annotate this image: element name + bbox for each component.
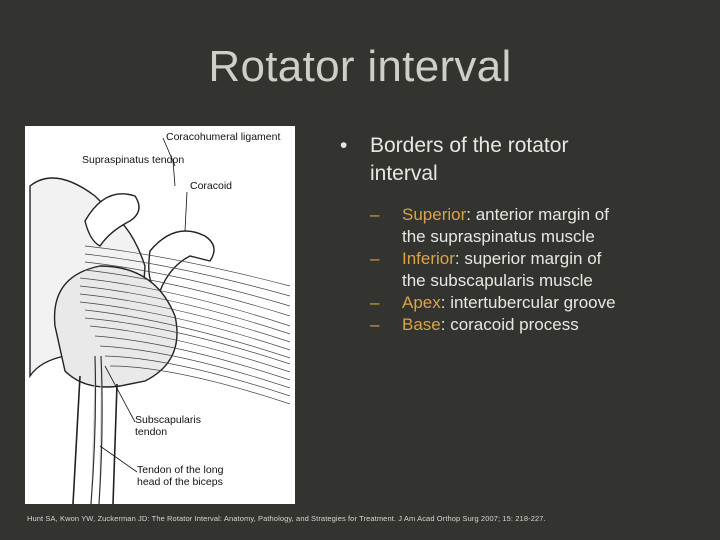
label-supraspinatus-tendon: Supraspinatus tendon bbox=[82, 154, 185, 166]
term-base: Base bbox=[402, 315, 441, 334]
term-apex: Apex bbox=[402, 293, 441, 312]
dash-marker: – bbox=[370, 249, 380, 268]
label-biceps-line1: Tendon of the long bbox=[137, 464, 224, 476]
text-base: : coracoid process bbox=[440, 315, 579, 334]
main-bullet-line2: interval bbox=[370, 162, 438, 185]
label-subscapularis-line1: Subscapularis bbox=[135, 414, 201, 426]
sub-bullet-list: – Superior: anterior margin of the supra… bbox=[340, 204, 700, 336]
sub-bullet-superior: – Superior: anterior margin of the supra… bbox=[370, 204, 700, 248]
text-apex: : intertubercular groove bbox=[440, 293, 616, 312]
text-superior-line2: the supraspinatus muscle bbox=[402, 227, 595, 246]
label-subscapularis-line2: tendon bbox=[135, 426, 168, 438]
sub-bullet-inferior: – Inferior: superior margin of the subsc… bbox=[370, 248, 700, 292]
citation: Hunt SA, Kwon YW, Zuckerman JD: The Rota… bbox=[27, 514, 546, 523]
term-superior: Superior bbox=[402, 205, 467, 224]
main-bullet-line1: Borders of the rotator bbox=[370, 134, 569, 157]
bullet-marker: • bbox=[340, 134, 348, 157]
anatomy-illustration: Coracohumeral ligament Supraspinatus ten… bbox=[25, 126, 295, 504]
text-inferior: : superior margin of bbox=[454, 249, 602, 268]
main-bullet: • Borders of the rotator interval bbox=[340, 132, 700, 188]
text-superior: : anterior margin of bbox=[466, 205, 609, 224]
sub-bullet-apex: – Apex: intertubercular groove bbox=[370, 292, 700, 314]
slide-title: Rotator interval bbox=[208, 42, 512, 91]
label-coracoid: Coracoid bbox=[190, 180, 233, 192]
text-inferior-line2: the subscapularis muscle bbox=[402, 271, 593, 290]
label-coracohumeral-ligament: Coracohumeral ligament bbox=[166, 131, 281, 143]
sub-bullet-base: – Base: coracoid process bbox=[370, 314, 700, 336]
dash-marker: – bbox=[370, 293, 380, 312]
dash-marker: – bbox=[370, 315, 380, 334]
shoulder-drawing bbox=[29, 137, 291, 504]
dash-marker: – bbox=[370, 205, 380, 224]
term-inferior: Inferior bbox=[402, 249, 455, 268]
bullet-list: • Borders of the rotator interval – Supe… bbox=[340, 132, 700, 336]
label-biceps-line2: head of the biceps bbox=[137, 476, 223, 488]
